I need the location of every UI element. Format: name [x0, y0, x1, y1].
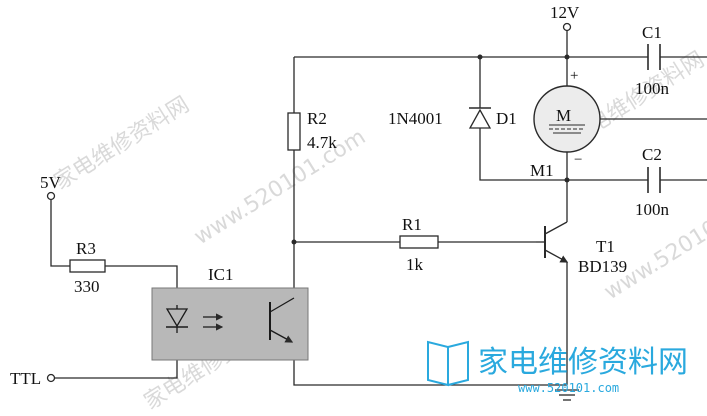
ground-symbol [555, 389, 579, 401]
terminals [46, 22, 572, 383]
label-12v: 12V [550, 3, 580, 22]
wires [50, 30, 707, 386]
book-icon [427, 340, 469, 387]
label-5v: 5V [40, 173, 62, 192]
label-ic1-ref: IC1 [208, 265, 234, 284]
watermark-text-2: www.520101.com [190, 125, 370, 251]
label-c1-value: 100n [635, 79, 670, 98]
label-r3-value: 330 [74, 277, 100, 296]
brand-name: 家电维修资料网 [478, 345, 688, 380]
m1-motor [533, 85, 601, 153]
r1-resistor [399, 235, 439, 249]
label-c2-ref: C2 [642, 145, 662, 164]
watermark-text-1: 家电维修资料网 [50, 92, 194, 195]
t1-transistor [536, 221, 569, 263]
label-r1-ref: R1 [402, 215, 422, 234]
label-r2-ref: R2 [307, 109, 327, 128]
label-r2-value: 4.7k [307, 133, 337, 152]
label-d1-ref: D1 [496, 109, 517, 128]
label-motor-plus: + [570, 68, 578, 84]
brand-url: www.520101.com [518, 381, 619, 395]
d1-diode [468, 107, 492, 129]
label-c1-ref: C1 [642, 23, 662, 42]
label-r3-ref: R3 [76, 239, 96, 258]
watermark-text-5: www.520101.com [600, 180, 707, 306]
label-motor-minus: − [574, 152, 582, 168]
brand-logo: 家电维修资料网 www.520101.com [427, 340, 688, 395]
terminal-ttl [46, 373, 56, 383]
terminal-12v [562, 22, 572, 32]
junction-dots [291, 54, 570, 245]
label-motor-symbol: M [556, 106, 571, 125]
label-c2-value: 100n [635, 200, 670, 219]
label-t1-value: BD139 [578, 257, 627, 276]
r2-resistor [287, 112, 301, 151]
r3-resistor [69, 259, 106, 273]
label-t1-ref: T1 [596, 237, 615, 256]
c2-capacitor [647, 167, 661, 193]
label-d1-value: 1N4001 [388, 109, 443, 128]
terminal-5v [46, 191, 56, 201]
label-ttl: TTL [10, 369, 41, 388]
label-r1-value: 1k [406, 255, 424, 274]
c1-capacitor [647, 44, 661, 70]
label-m1-ref: M1 [530, 161, 554, 180]
ic1-optocoupler [151, 287, 309, 361]
